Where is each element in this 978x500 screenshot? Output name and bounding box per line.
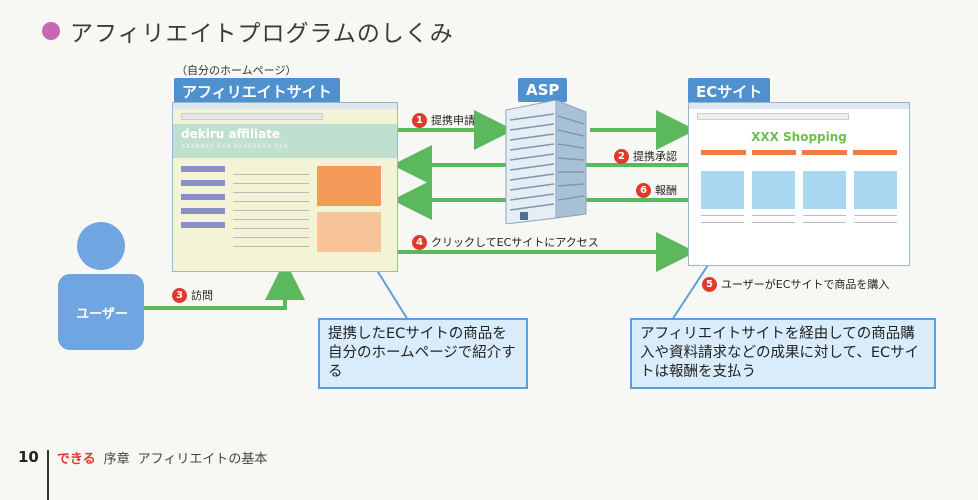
chapter-label: 序章 bbox=[103, 451, 130, 467]
footer-divider bbox=[46, 450, 49, 500]
shop-products bbox=[689, 161, 909, 223]
affiliate-site-window: dekiru affiliate xxxxxxx xxx xxxxxxxx xx… bbox=[172, 102, 398, 272]
asp-building-icon bbox=[505, 100, 587, 224]
note-left: 提携したECサイトの商品を自分のホームページで紹介する bbox=[318, 318, 528, 389]
asp-label: ASP bbox=[518, 78, 568, 102]
step-label: 提携承認 bbox=[633, 150, 677, 163]
site-sidebar bbox=[181, 166, 225, 252]
page-footer: 10 できる 序章 アフィリエイトの基本 bbox=[18, 414, 267, 500]
page-number: 10 bbox=[18, 448, 39, 466]
note-right: アフィリエイトサイトを経由しての商品購入や資料請求などの成果に対して、ECサイト… bbox=[630, 318, 936, 389]
user-label: ユーザー bbox=[76, 307, 128, 322]
chapter-title: アフィリエイトの基本 bbox=[137, 451, 268, 467]
affiliate-site-label: アフィリエイトサイト bbox=[174, 78, 340, 105]
step-label: 提携申請 bbox=[431, 114, 475, 127]
page-title: アフィリエイトプログラムのしくみ bbox=[70, 21, 454, 47]
step-6: 6 報酬 bbox=[636, 182, 677, 198]
arrow-visit bbox=[140, 260, 305, 310]
ec-site-window: XXX Shopping bbox=[688, 102, 910, 266]
ec-site-label: ECサイト bbox=[688, 78, 771, 105]
shop-nav bbox=[689, 144, 909, 161]
site-subtitle: xxxxxxx xxx xxxxxxxx xxx bbox=[181, 141, 289, 150]
step-number: 1 bbox=[412, 112, 427, 128]
step-number: 2 bbox=[614, 148, 629, 164]
callout-line-right bbox=[671, 261, 711, 321]
step-2: 2 提携承認 bbox=[614, 148, 677, 164]
step-label: クリックしてECサイトにアクセス bbox=[431, 236, 599, 249]
site-banner: dekiru affiliate xxxxxxx xxx xxxxxxxx xx… bbox=[173, 124, 397, 158]
page-heading: アフィリエイトプログラムのしくみ bbox=[42, 14, 454, 48]
step-number: 5 bbox=[702, 276, 717, 292]
address-bar bbox=[181, 113, 323, 120]
window-titlebar bbox=[173, 103, 397, 109]
step-5: 5 ユーザーがECサイトで商品を購入 bbox=[702, 276, 889, 292]
step-label: ユーザーがECサイトで商品を購入 bbox=[721, 278, 890, 291]
window-titlebar bbox=[689, 103, 909, 109]
bullet-icon bbox=[42, 22, 60, 40]
user-icon bbox=[58, 222, 144, 350]
site-ad-blocks bbox=[317, 166, 381, 252]
step-number: 6 bbox=[636, 182, 651, 198]
shop-title: XXX Shopping bbox=[751, 130, 847, 144]
site-title: dekiru affiliate bbox=[181, 127, 281, 141]
step-label: 訪問 bbox=[191, 289, 213, 302]
step-number: 4 bbox=[412, 234, 427, 250]
step-1: 1 提携申請 bbox=[412, 112, 475, 128]
brand-logo: できる bbox=[56, 451, 96, 467]
diagram-arrows bbox=[140, 110, 711, 321]
site-text-lines bbox=[233, 166, 309, 252]
address-bar bbox=[697, 113, 849, 120]
affiliate-caption: （自分のホームページ） bbox=[176, 64, 297, 77]
step-4: 4 クリックしてECサイトにアクセス bbox=[412, 234, 599, 250]
step-label: 報酬 bbox=[655, 184, 677, 197]
step-number: 3 bbox=[172, 287, 187, 303]
step-3: 3 訪問 bbox=[172, 287, 213, 303]
